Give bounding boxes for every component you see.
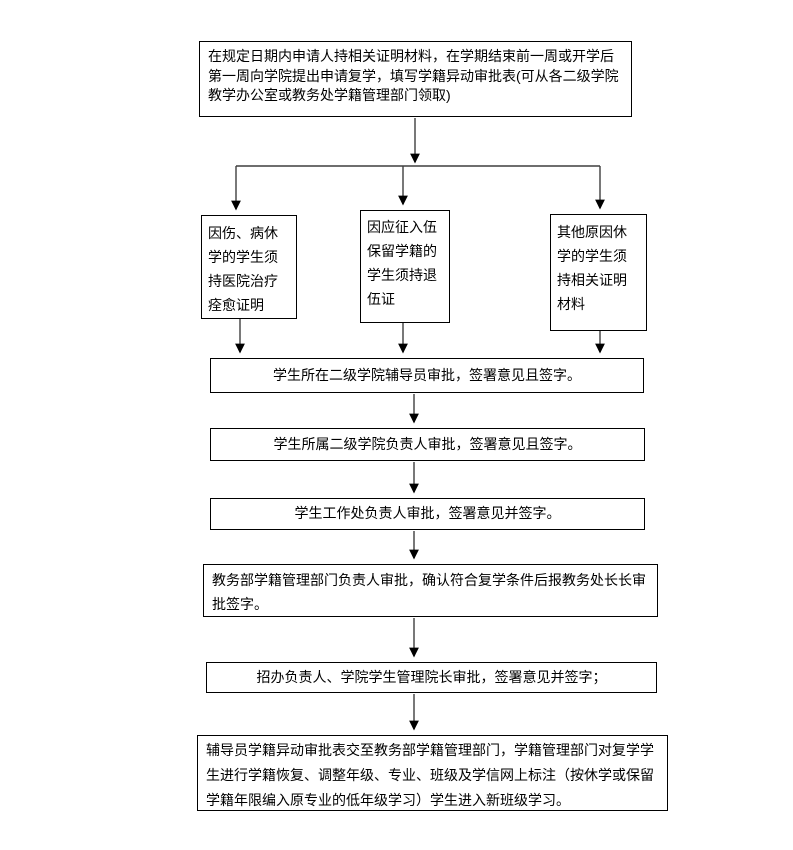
flow-node-registrar-approval: 教务部学籍管理部门负责人审批，确认符合复学条件后报教务处长长审批签字。 bbox=[203, 564, 658, 617]
flow-node-student-affairs-approval: 学生工作处负责人审批，签署意见并签字。 bbox=[210, 498, 645, 530]
flow-node-final-registration: 辅导员学籍异动审批表交至教务部学籍管理部门，学籍管理部门对复学学生进行学籍恢复、… bbox=[197, 735, 668, 811]
flow-node-apply: 在规定日期内申请人持相关证明材料，在学期结束前一周或开学后第一周向学院提出申请复… bbox=[199, 41, 632, 117]
flow-node-injury-sick: 因伤、病休学的学生须持医院治疗痊愈证明 bbox=[201, 215, 297, 319]
flow-node-military-service: 因应征入伍保留学籍的学生须持退伍证 bbox=[360, 210, 450, 323]
flow-node-other-reasons: 其他原因休学的学生须持相关证明材料 bbox=[550, 214, 647, 331]
flow-node-admissions-approval: 招办负责人、学院学生管理院长审批，签署意见并签字； bbox=[206, 662, 657, 693]
flow-node-college-head-approval: 学生所属二级学院负责人审批，签署意见且签字。 bbox=[210, 428, 645, 461]
flow-node-counselor-approval: 学生所在二级学院辅导员审批，签署意见且签字。 bbox=[210, 358, 644, 393]
